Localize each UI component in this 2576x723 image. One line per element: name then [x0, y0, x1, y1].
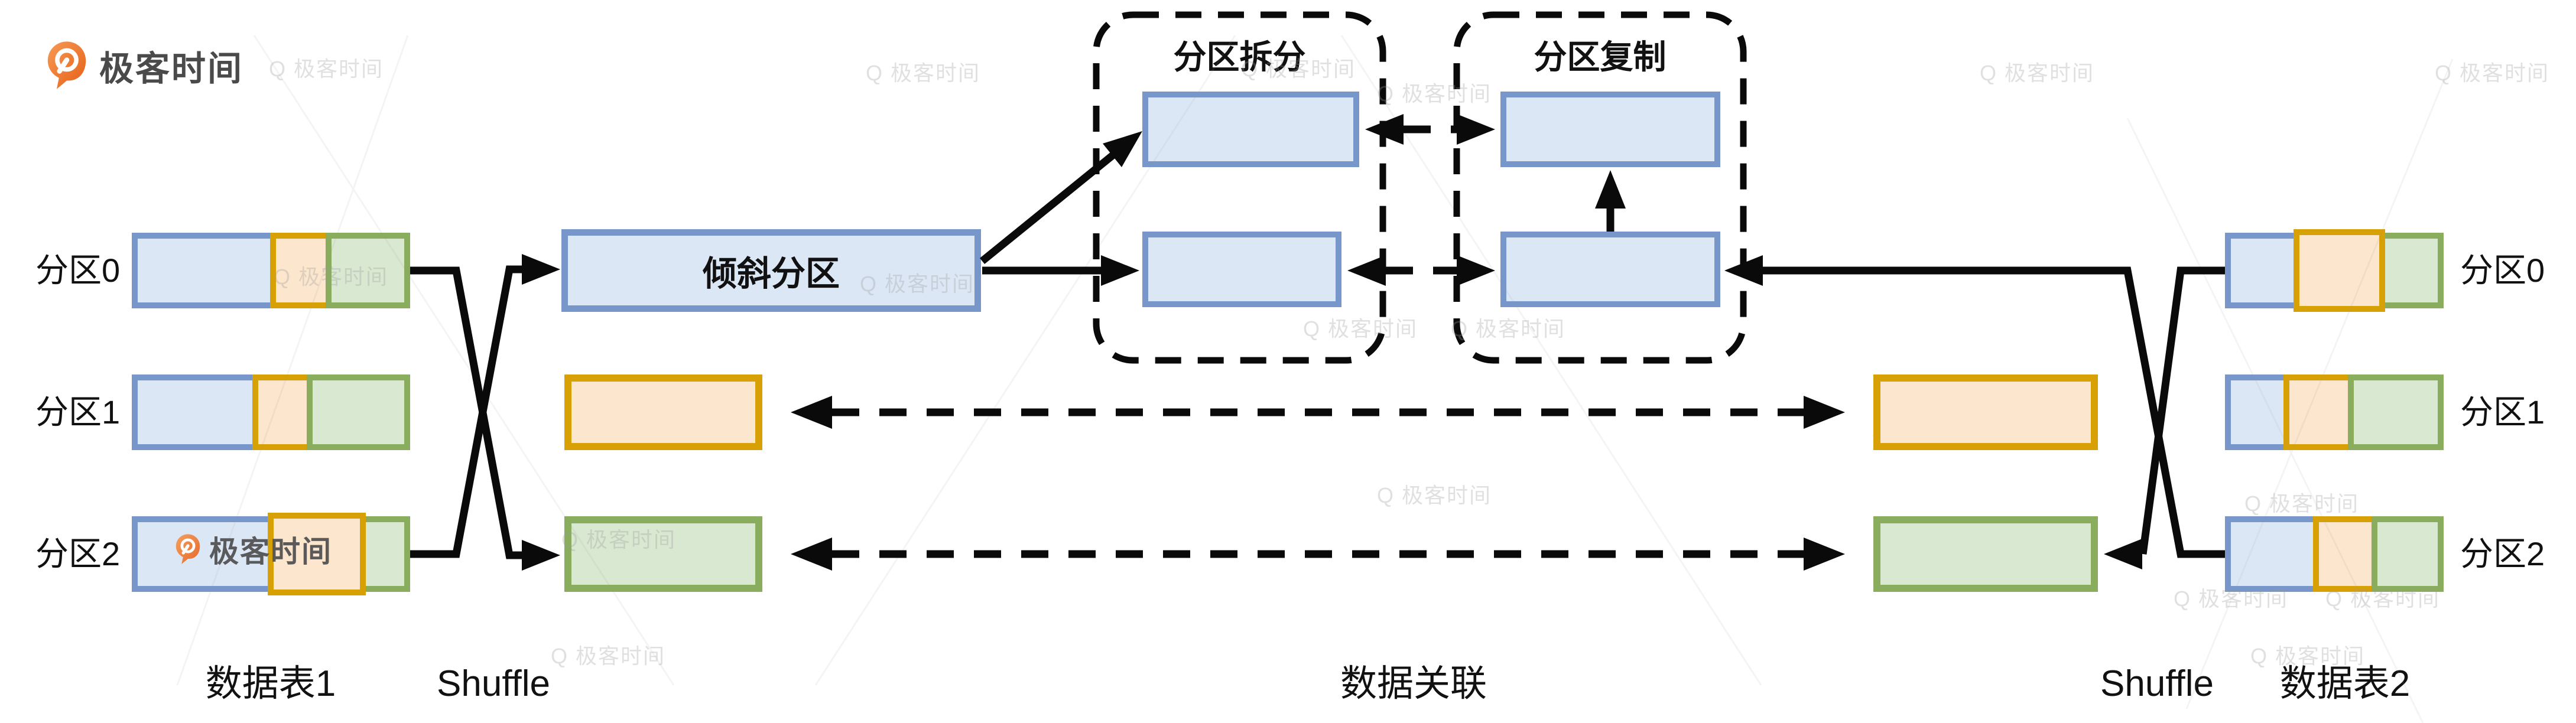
- left-shuffle-caption: Shuffle: [437, 663, 550, 704]
- copy-group-title: 分区复制: [1534, 38, 1667, 76]
- table1-caption: 数据表1: [205, 663, 336, 704]
- partition-segment-green: [2348, 374, 2444, 450]
- partition-segment-blue: [2225, 374, 2290, 450]
- skewed-partition-label: 倾斜分区: [702, 255, 840, 293]
- brand-watermark: Q 极客时间: [1451, 317, 1566, 341]
- partition-segment-green: [326, 233, 410, 308]
- left-shuffle-arrows: [410, 265, 522, 559]
- split-bottom-partition-box: [1142, 232, 1341, 307]
- right-partition1-bar: [2225, 374, 2444, 450]
- brand-watermark: Q 极客时间: [2244, 491, 2360, 516]
- brand-watermark: Q 极客时间: [2435, 61, 2550, 85]
- right-partition2-label: 分区2: [2460, 535, 2545, 572]
- right-shuffle-arrowhead-to-green: [2104, 539, 2142, 569]
- table2-caption: 数据表2: [2279, 663, 2411, 704]
- left-partition2-bar: [132, 513, 411, 595]
- right-normal-partition2-box: [1873, 516, 2098, 592]
- split-top-arrowhead: [1103, 131, 1142, 167]
- skew-to-split-arrows: [979, 151, 1116, 275]
- brand-watermark: Q 极客时间: [269, 57, 384, 81]
- brand-watermark: Q 极客时间: [1980, 61, 2095, 85]
- partition-segment-orange: [2293, 229, 2385, 312]
- partition-segment-green: [2371, 516, 2444, 592]
- right-partition0-bar: [2225, 229, 2444, 312]
- left-partition2-label: 分区2: [35, 535, 121, 572]
- partition-segment-orange: [2283, 374, 2354, 450]
- left-normal-partition2-box: [564, 516, 762, 592]
- split-bottom-arrowhead: [1101, 255, 1139, 286]
- copy-bottom-partition-box: [1500, 232, 1720, 307]
- partition-segment-orange: [252, 374, 313, 450]
- geektime-pin-icon: [47, 41, 86, 89]
- join-dashed-arrows: [832, 125, 1804, 558]
- partition-segment-orange: [270, 233, 332, 308]
- geektime-logo: 极客时间: [46, 40, 243, 91]
- split-group-title: 分区拆分: [1173, 38, 1306, 76]
- right-shuffle-caption: Shuffle: [2100, 663, 2214, 704]
- right-partition1-label: 分区1: [2460, 393, 2545, 431]
- inline-brand-watermark-text: 极客时间: [209, 535, 332, 568]
- partition-segment-blue: [132, 374, 258, 450]
- geektime-pin-icon: [176, 534, 200, 564]
- join-dashed-arrowheads: [791, 114, 1845, 571]
- right-partition0-label: 分区0: [2460, 252, 2545, 289]
- brand-watermark: Q 极客时间: [866, 61, 981, 85]
- right-normal-partition1-box: [1873, 374, 2098, 450]
- left-partition0-label: 分区0: [35, 252, 121, 289]
- brand-watermark: Q 极客时间: [551, 644, 666, 668]
- join-caption: 数据关联: [1340, 663, 1487, 704]
- left-normal-partition1-box: [564, 374, 762, 450]
- right-partition2-bar: [2225, 516, 2444, 592]
- left-partition0-bar: [132, 233, 410, 308]
- partition-segment-blue: [132, 516, 274, 592]
- partition-segment-green: [306, 374, 410, 450]
- left-partition1-label: 分区1: [35, 393, 121, 431]
- left-partition1-bar: [132, 374, 410, 450]
- geektime-logo-text: 极客时间: [99, 50, 244, 88]
- brand-watermark: Q 极客时间: [1303, 317, 1418, 341]
- skewed-partition-box: 倾斜分区: [561, 229, 981, 312]
- partition-segment-green: [360, 516, 411, 592]
- left-shuffle-arrowhead-to-green: [522, 540, 560, 571]
- partition-segment-blue: [2225, 516, 2319, 592]
- copy-vertical-arrowhead: [1595, 170, 1626, 209]
- brand-watermark: Q 极客时间: [1377, 82, 1492, 106]
- copy-top-partition-box: [1500, 92, 1720, 167]
- partition-segment-blue: [2225, 233, 2299, 308]
- right-shuffle-arrowhead-to-copy: [1724, 255, 1763, 286]
- split-top-partition-box: [1142, 92, 1359, 167]
- partition-segment-orange: [267, 513, 366, 595]
- partition-segment-blue: [132, 233, 277, 308]
- inline-brand-watermark: 极客时间: [175, 528, 332, 571]
- partition-segment-orange: [2312, 516, 2377, 592]
- left-shuffle-arrowhead-to-skew: [522, 254, 560, 285]
- partition-segment-green: [2379, 233, 2444, 308]
- brand-watermark: Q 极客时间: [1377, 483, 1492, 507]
